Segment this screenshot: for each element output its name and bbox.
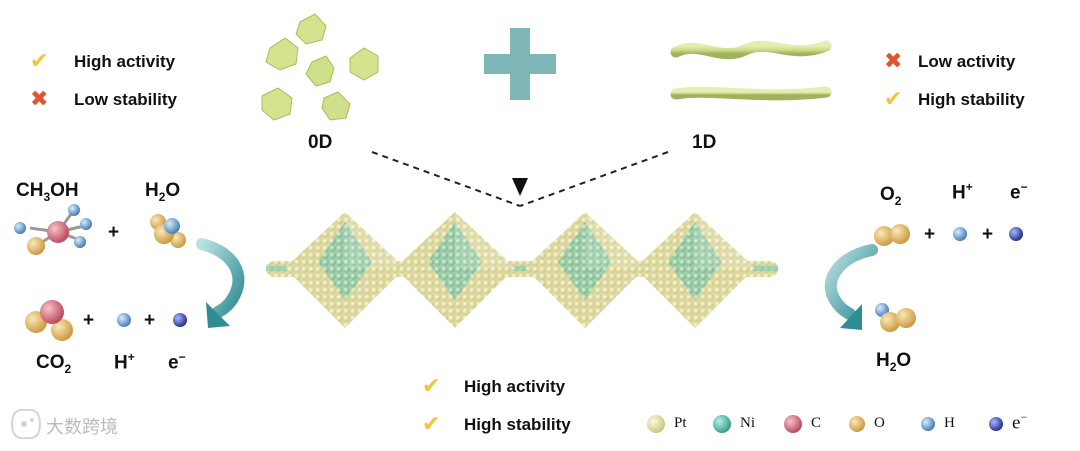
octahedron-2 — [395, 212, 515, 328]
water-molecule-left — [150, 214, 186, 248]
watermark-text: 大数跨境 — [46, 413, 118, 439]
proton-formula-left: H+ — [114, 350, 135, 374]
watermark-logo — [12, 410, 40, 438]
plus-sign: + — [144, 310, 155, 332]
nanowires-1d — [676, 46, 826, 95]
legend-label-o: O — [874, 415, 885, 432]
water-formula-left: H2O — [145, 180, 180, 204]
label-0d: 0D — [308, 132, 332, 154]
electron-formula-left: e− — [168, 350, 186, 374]
electron-right — [1009, 227, 1023, 241]
octahedron-1 — [285, 212, 405, 328]
proton-right — [953, 227, 967, 241]
water-molecule-right — [875, 303, 916, 332]
legend-label-pt: Pt — [674, 415, 687, 432]
legend-label-c: C — [811, 415, 821, 432]
left-reaction-arrow — [202, 244, 238, 328]
oxygen-formula: O2 — [880, 184, 901, 208]
methanol-molecule — [14, 204, 92, 255]
proton-left — [117, 313, 131, 327]
water-formula-right: H2O — [876, 350, 911, 374]
octahedra-nanowire — [266, 212, 778, 328]
label-1d: 1D — [692, 132, 716, 154]
plus-sign: + — [108, 222, 119, 244]
right-reaction-arrow — [831, 250, 872, 330]
legend-label-e: e− — [1012, 410, 1027, 434]
electron-formula-right: e− — [1010, 180, 1028, 204]
co2-formula: CO2 — [36, 352, 71, 376]
nanoparticles-0d — [262, 14, 378, 120]
plus-sign: + — [924, 224, 935, 246]
octahedron-4 — [635, 212, 755, 328]
electron-left — [173, 313, 187, 327]
convergence-arrows — [372, 152, 668, 206]
plus-sign: + — [982, 224, 993, 246]
co2-molecule — [25, 300, 73, 341]
plus-sign: + — [83, 310, 94, 332]
oxygen-molecule — [874, 224, 910, 246]
octahedron-3 — [525, 212, 645, 328]
legend-label-ni: Ni — [740, 415, 755, 432]
proton-formula-right: H+ — [952, 180, 973, 204]
plus-sign-large — [484, 28, 556, 100]
legend-label-h: H — [944, 415, 955, 432]
methanol-formula: CH3OH — [16, 180, 79, 204]
